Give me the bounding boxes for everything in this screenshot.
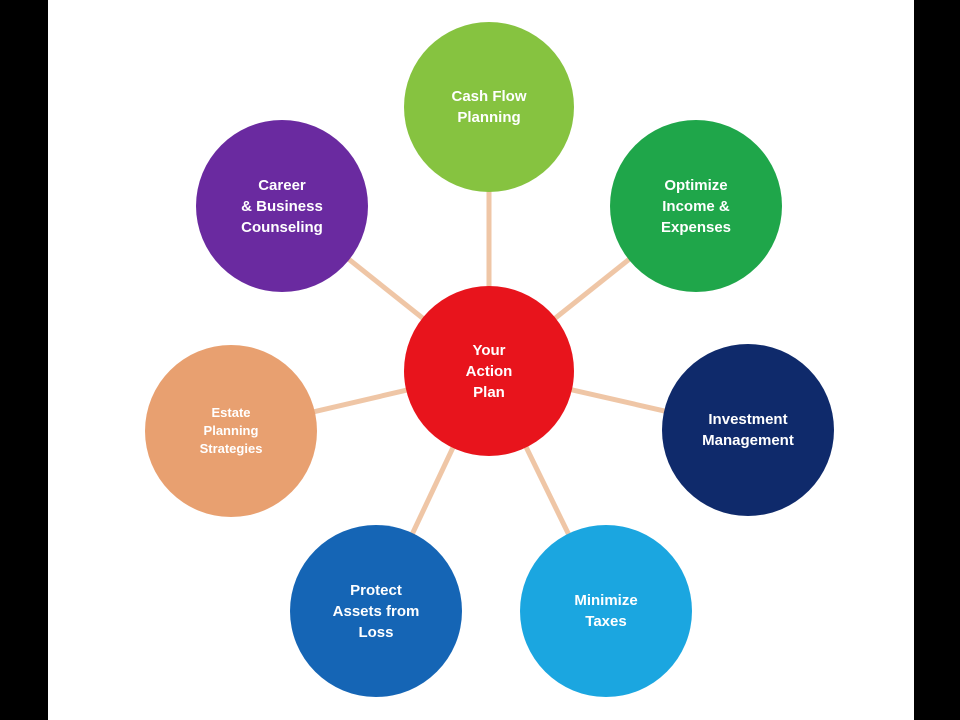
node-label: Career & Business Counseling [241, 176, 323, 236]
center-label: Your Action Plan [465, 341, 513, 401]
node-label: Cash Flow Planning [451, 88, 527, 126]
node-label: Protect Assets from Loss [332, 581, 420, 641]
node-investment-management: Investment Management [662, 344, 834, 516]
node-protect-assets-from-loss: Protect Assets from Loss [290, 525, 462, 697]
node-label: Minimize Taxes [574, 592, 638, 630]
node-label: Investment Management [702, 411, 794, 449]
node-estate-planning-strategies: Estate Planning Strategies [145, 345, 317, 517]
node-label: Optimize Income & Expenses [660, 176, 732, 236]
node-optimize-income-expenses: Optimize Income & Expenses [610, 120, 782, 292]
center-node-your-action-plan: Your Action Plan [404, 286, 574, 456]
diagram-canvas: Cash Flow Planning Career & Business Cou… [48, 0, 914, 720]
node-career-business-counseling: Career & Business Counseling [196, 120, 368, 292]
node-cash-flow-planning: Cash Flow Planning [404, 22, 574, 192]
node-minimize-taxes: Minimize Taxes [520, 525, 692, 697]
node-label: Estate Planning Strategies [199, 404, 263, 457]
